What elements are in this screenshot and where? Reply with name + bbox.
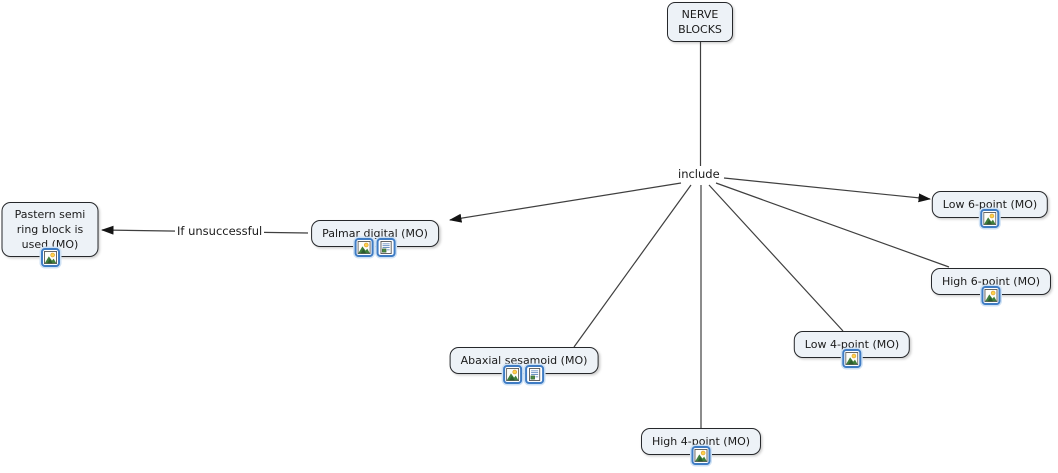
concept-node-pastern-semi-ring[interactable]: Pastern semi ring block is used (MO) [1, 202, 99, 267]
resource-row [354, 238, 396, 257]
concept-node-abaxial-sesamoid[interactable]: Abaxial sesamoid (MO) [449, 347, 599, 384]
node-label: Low 4-point (MO) [804, 338, 900, 351]
link-label-if-unsuccessful[interactable]: If unsuccessful [175, 224, 265, 238]
image-resource-icon[interactable] [354, 238, 374, 257]
node-label: Low 6-point (MO) [942, 198, 1038, 211]
edge-include-low6 [723, 177, 931, 203]
resource-row [980, 209, 1000, 228]
edge-include-abaxial [573, 184, 692, 348]
image-resource-icon[interactable] [980, 209, 1000, 228]
resource-row [503, 365, 545, 384]
resource-row [40, 248, 60, 267]
node-label: Abaxial sesamoid (MO) [460, 354, 588, 367]
concept-node-high-4-point[interactable]: High 4-point (MO) [640, 428, 762, 465]
edge-include-low4 [708, 184, 844, 332]
node-label: Palmar digital (MO) [322, 227, 428, 240]
concept-node-low-6-point[interactable]: Low 6-point (MO) [931, 191, 1049, 228]
resource-row [691, 446, 711, 465]
concept-node-high-6-point[interactable]: High 6-point (MO) [930, 268, 1052, 305]
image-resource-icon[interactable] [842, 349, 862, 368]
concept-node-palmar-digital[interactable]: Palmar digital (MO) [311, 220, 439, 257]
concept-node-low-4-point[interactable]: Low 4-point (MO) [793, 331, 911, 368]
node-label: NERVE BLOCKS [678, 8, 722, 36]
image-resource-icon[interactable] [981, 286, 1001, 305]
concept-node-nerve-blocks[interactable]: NERVE BLOCKS [667, 2, 733, 42]
link-label-include[interactable]: include [676, 167, 722, 181]
image-resource-icon[interactable] [503, 365, 523, 384]
edge-include-palmar [449, 182, 682, 223]
node-label: High 6-point (MO) [941, 275, 1041, 288]
image-resource-icon[interactable] [691, 446, 711, 465]
resource-row [981, 286, 1001, 305]
document-resource-icon[interactable] [376, 238, 396, 257]
edge-include-high6 [715, 182, 950, 268]
node-label: High 4-point (MO) [651, 435, 751, 448]
image-resource-icon[interactable] [40, 248, 60, 267]
resource-row [842, 349, 862, 368]
node-label: Pastern semi ring block is used (MO) [14, 208, 86, 251]
document-resource-icon[interactable] [525, 365, 545, 384]
